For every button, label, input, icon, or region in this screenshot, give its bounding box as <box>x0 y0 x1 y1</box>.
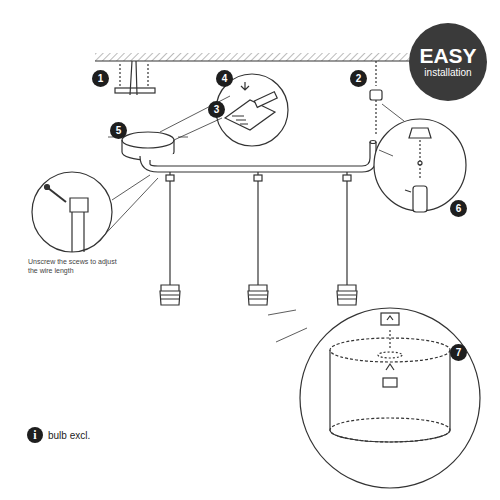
callout-text: 7 <box>456 348 462 358</box>
callout-text: 1 <box>98 74 104 84</box>
callout-number: 4 <box>216 70 233 87</box>
callout-text: 4 <box>222 74 228 84</box>
callout-number: 6 <box>450 200 467 217</box>
node-text: EASY <box>419 45 476 67</box>
callout-number: 7 <box>450 344 467 361</box>
callout-number: 5 <box>110 122 127 139</box>
callout-text: 2 <box>356 74 362 84</box>
note-label: Unscrew the scews to adjust the wire len… <box>28 258 128 276</box>
callout-number: 1 <box>92 70 109 87</box>
callout-text: 5 <box>116 126 122 136</box>
callout-text: 3 <box>214 105 220 115</box>
node-text: i <box>27 427 43 443</box>
node-text: bulb excl. <box>48 430 90 441</box>
node-text: installation <box>424 67 471 79</box>
info-note: i bulb excl. <box>27 427 90 443</box>
callout-number: 3 <box>208 101 225 118</box>
callout-number: 2 <box>350 70 367 87</box>
easy-badge: EASYinstallation <box>409 23 487 101</box>
callout-text: 6 <box>456 204 462 214</box>
